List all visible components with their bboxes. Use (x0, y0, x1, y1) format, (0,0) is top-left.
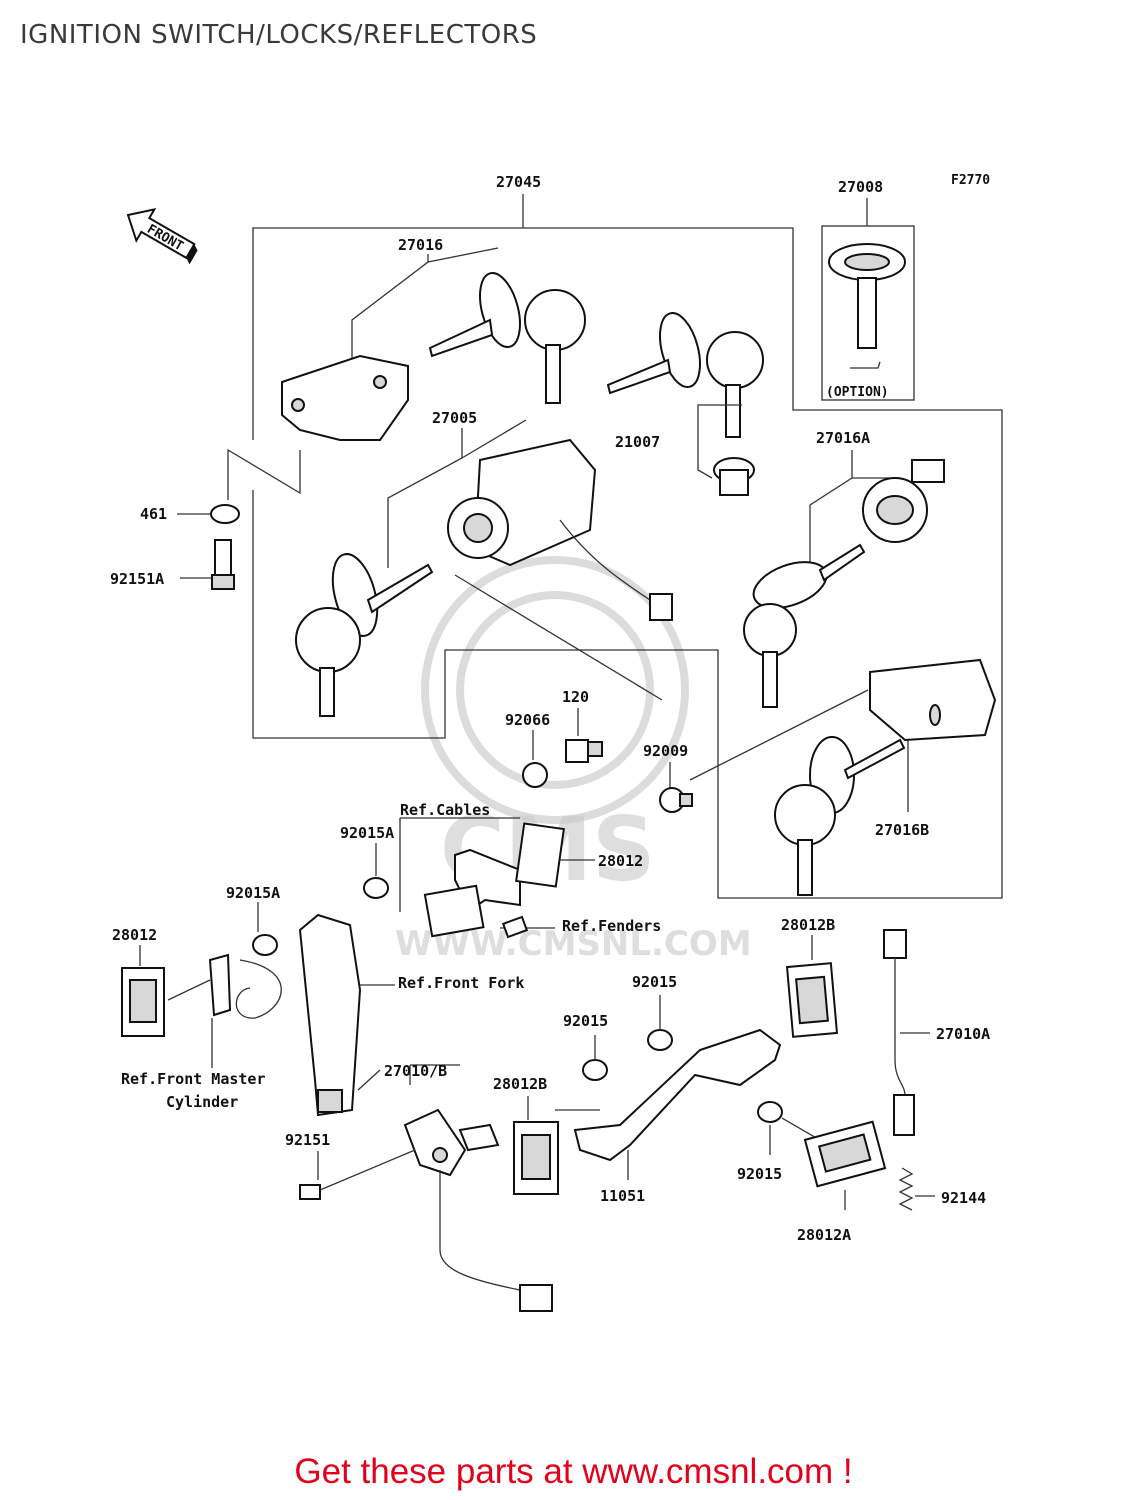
kit-27045-outline (252, 194, 1003, 899)
ignition-cover-27016 (281, 247, 499, 441)
label-27016: 27016 (398, 236, 443, 254)
front-fork-bracket (298, 913, 555, 1117)
label-27016B: 27016B (875, 821, 929, 839)
label-92144: 92144 (941, 1189, 986, 1207)
label-92151A: 92151A (110, 570, 164, 588)
front-arrow-icon: FRONT (126, 207, 198, 265)
label-11051: 11051 (600, 1187, 645, 1205)
label-120: 120 (562, 688, 589, 706)
label-option: (OPTION) (826, 385, 889, 400)
page-title: IGNITION SWITCH/LOCKS/REFLECTORS (20, 20, 538, 50)
reflector-28012A (757, 1101, 887, 1210)
label-27010A: 27010A (936, 1025, 990, 1043)
helmet-lock-27016B (689, 658, 997, 896)
label-ref-front-master-cylinder: Cylinder (166, 1093, 238, 1111)
bracket-11051 (513, 995, 782, 1195)
label-ref-front-fork: Ref.Front Fork (398, 974, 524, 992)
keys-27005 (295, 553, 434, 717)
ignition-switch-27005 (387, 419, 673, 701)
keys-21007 (606, 312, 764, 496)
reflector-28012B-right (785, 935, 839, 1038)
label-28012B-1: 28012B (781, 916, 835, 934)
label-92015-2: 92015 (563, 1012, 608, 1030)
figure-code: F2770 (951, 173, 990, 188)
label-92015A-1: 92015A (340, 824, 394, 842)
label-27008: 27008 (838, 178, 883, 196)
label-92015-3: 92015 (737, 1165, 782, 1183)
screw-461 (177, 448, 301, 524)
label-27005: 27005 (432, 409, 477, 427)
label-27045: 27045 (496, 173, 541, 191)
label-28012B-2: 28012B (493, 1075, 547, 1093)
seat-lock-27016A (743, 450, 945, 708)
label-28012-1: 28012 (598, 852, 643, 870)
label-21007: 21007 (615, 433, 660, 451)
footer-promo-link[interactable]: Get these parts at www.cmsnl.com ! (294, 1452, 853, 1491)
keys-27016 (428, 272, 586, 404)
label-ref-cables: Ref.Cables (400, 801, 490, 819)
label-27016A: 27016A (816, 429, 870, 447)
screw-120 (565, 708, 603, 763)
bolt-92151A (180, 539, 235, 590)
cap-92066 (522, 730, 548, 788)
reflector-28012-left (121, 902, 282, 1068)
switch-27010A (883, 929, 935, 1211)
label-28012A: 28012A (797, 1226, 851, 1244)
screw-92009 (659, 762, 693, 813)
label-28012-2: 28012 (112, 926, 157, 944)
label-92009: 92009 (643, 742, 688, 760)
stand-switch-27010B (299, 1064, 553, 1312)
label-92151: 92151 (285, 1131, 330, 1149)
option-key-27008 (821, 198, 915, 401)
label-461: 461 (140, 505, 167, 523)
label-92015A-2: 92015A (226, 884, 280, 902)
label-ref-fenders: Ref.Fenders (562, 917, 661, 935)
label-ref-front-master: Ref.Front Master (121, 1070, 266, 1088)
parts-diagram: CMS WWW.CMSNL.COM FRONT F2770 (110, 173, 1003, 1312)
label-92066: 92066 (505, 711, 550, 729)
label-27010B: 27010/B (384, 1062, 447, 1080)
label-92015-1: 92015 (632, 973, 677, 991)
bracket-cables (363, 817, 595, 938)
